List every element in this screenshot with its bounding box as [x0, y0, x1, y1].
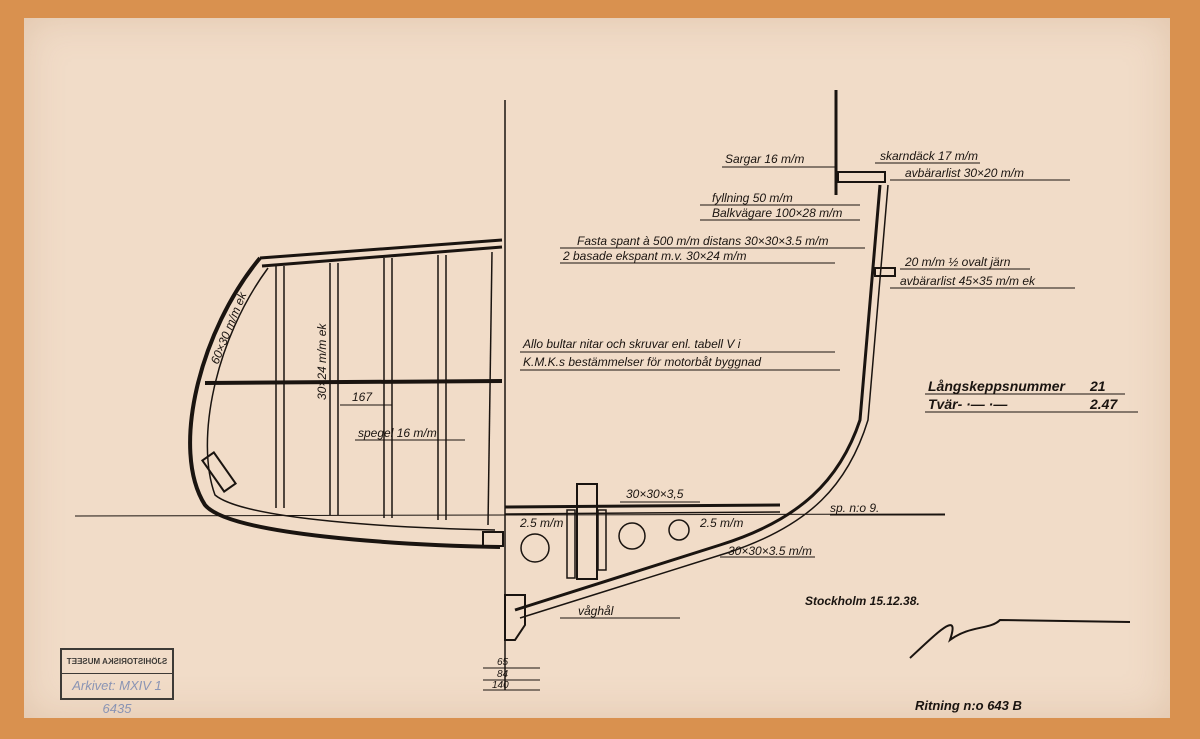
dim-167: 167: [352, 390, 373, 404]
dim-65: 65: [497, 657, 509, 668]
label-plate-left: 2.5 m/m: [519, 516, 563, 530]
label-spegel: spegel 16 m/m: [358, 426, 437, 440]
label-avbararlist-1: avbärarlist 30×20 m/m: [905, 166, 1024, 180]
rubbing-strake: [874, 267, 896, 277]
label-langskepp: Långskeppsnummer: [928, 378, 1066, 394]
note-line-2: K.M.K.s bestämmelser för motorbåt byggna…: [523, 355, 761, 369]
value-langskepp: 21: [1089, 378, 1106, 394]
museum-stamp: SJÖHISTORISKA MUSEET Arkivet: MXIV 1 643…: [60, 648, 174, 716]
keel-floor: [576, 483, 598, 580]
label-sargar: Sargar 16 m/m: [725, 152, 804, 166]
drawing-sheet: [24, 18, 1170, 718]
label-spno: sp. n:o 9.: [830, 501, 879, 515]
label-ek30: 30×24 m/m ek: [315, 323, 329, 400]
label-ekspant: 2 basade ekspant m.v. 30×24 m/m: [562, 249, 747, 263]
dim-140: 140: [492, 680, 509, 691]
label-plate-right: 2.5 m/m: [699, 516, 743, 530]
drawing-number: Ritning n:o 643 B: [915, 698, 1022, 713]
label-angle-2: 30×30×3.5 m/m: [728, 544, 812, 558]
transom-top: [259, 238, 503, 268]
stamp-museum: SJÖHISTORISKA MUSEET: [62, 650, 172, 674]
label-ovalt-jarn: 20 m/m ½ ovalt järn: [904, 255, 1011, 269]
transom-outline: [188, 256, 501, 549]
skarndack: [837, 171, 886, 183]
hull-outer: [514, 184, 882, 612]
value-tvar: 2.47: [1089, 396, 1118, 412]
label-angle-1: 30×30×3,5: [626, 487, 684, 501]
label-skarndack: skarndäck 17 m/m: [880, 149, 978, 163]
label-balkvagare: Balkvägare 100×28 m/m: [712, 206, 842, 220]
label-avbararlist-2: avbärarlist 45×35 m/m ek: [900, 274, 1036, 288]
transom-stringer: [204, 379, 503, 385]
note-line-1: Allo bultar nitar och skruvar enl. tabel…: [522, 337, 741, 351]
place-date: Stockholm 15.12.38.: [805, 594, 920, 608]
label-vaghal: våghål: [578, 604, 614, 618]
label-tvar: Tvär- ·— ·—: [928, 396, 1008, 412]
keel: [504, 594, 526, 641]
label-fyllning: fyllning 50 m/m: [712, 191, 793, 205]
signature-mark: [909, 618, 1131, 659]
transom-frames: [275, 251, 493, 526]
dim-84: 84: [497, 669, 509, 680]
label-fasta-spant: Fasta spant à 500 m/m distans 30×30×3.5 …: [577, 234, 828, 248]
stamp-archive: Arkivet: MXIV 1 6435: [72, 678, 162, 716]
